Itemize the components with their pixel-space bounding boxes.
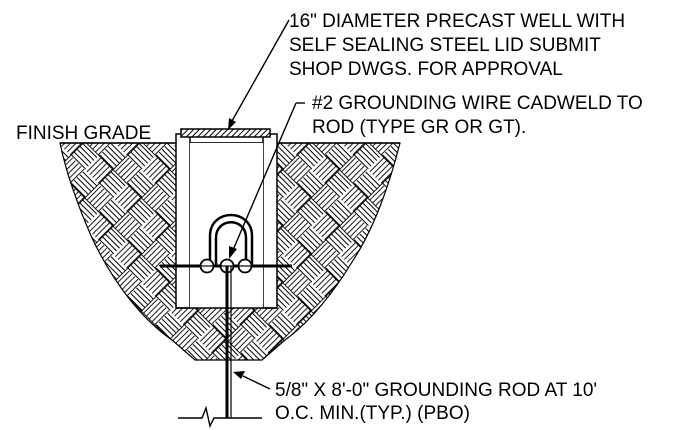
grounding-rod-label-line2: O.C. MIN.(TYP.) (PBO) — [275, 403, 470, 424]
leader-precast-well — [228, 19, 290, 130]
leader-grounding-wire — [229, 102, 305, 259]
precast-well-label-line3: SHOP DWGS. FOR APPROVAL — [289, 59, 563, 80]
rod-break-symbol — [178, 405, 262, 429]
grounding-rod-label-line1: 5/8" X 8'-0" GROUNDING ROD AT 10' — [275, 380, 597, 401]
leader-grounding-rod — [233, 371, 271, 390]
precast-well-label-line1: 16" DIAMETER PRECAST WELL WITH — [289, 11, 625, 32]
well-wall-right — [262, 133, 278, 309]
steel-lid — [180, 128, 271, 138]
well-wall-left — [175, 133, 191, 309]
finish-grade-label: FINISH GRADE — [16, 123, 151, 144]
grounding-wire-label-line1: #2 GROUNDING WIRE CADWELD TO — [312, 93, 643, 114]
grounding-wire-loop — [208, 213, 254, 266]
precast-well-label-line2: SELF SEALING STEEL LID SUBMIT — [289, 35, 601, 56]
grounding-wire-label-line2: ROD (TYPE GR OR GT). — [312, 117, 526, 138]
